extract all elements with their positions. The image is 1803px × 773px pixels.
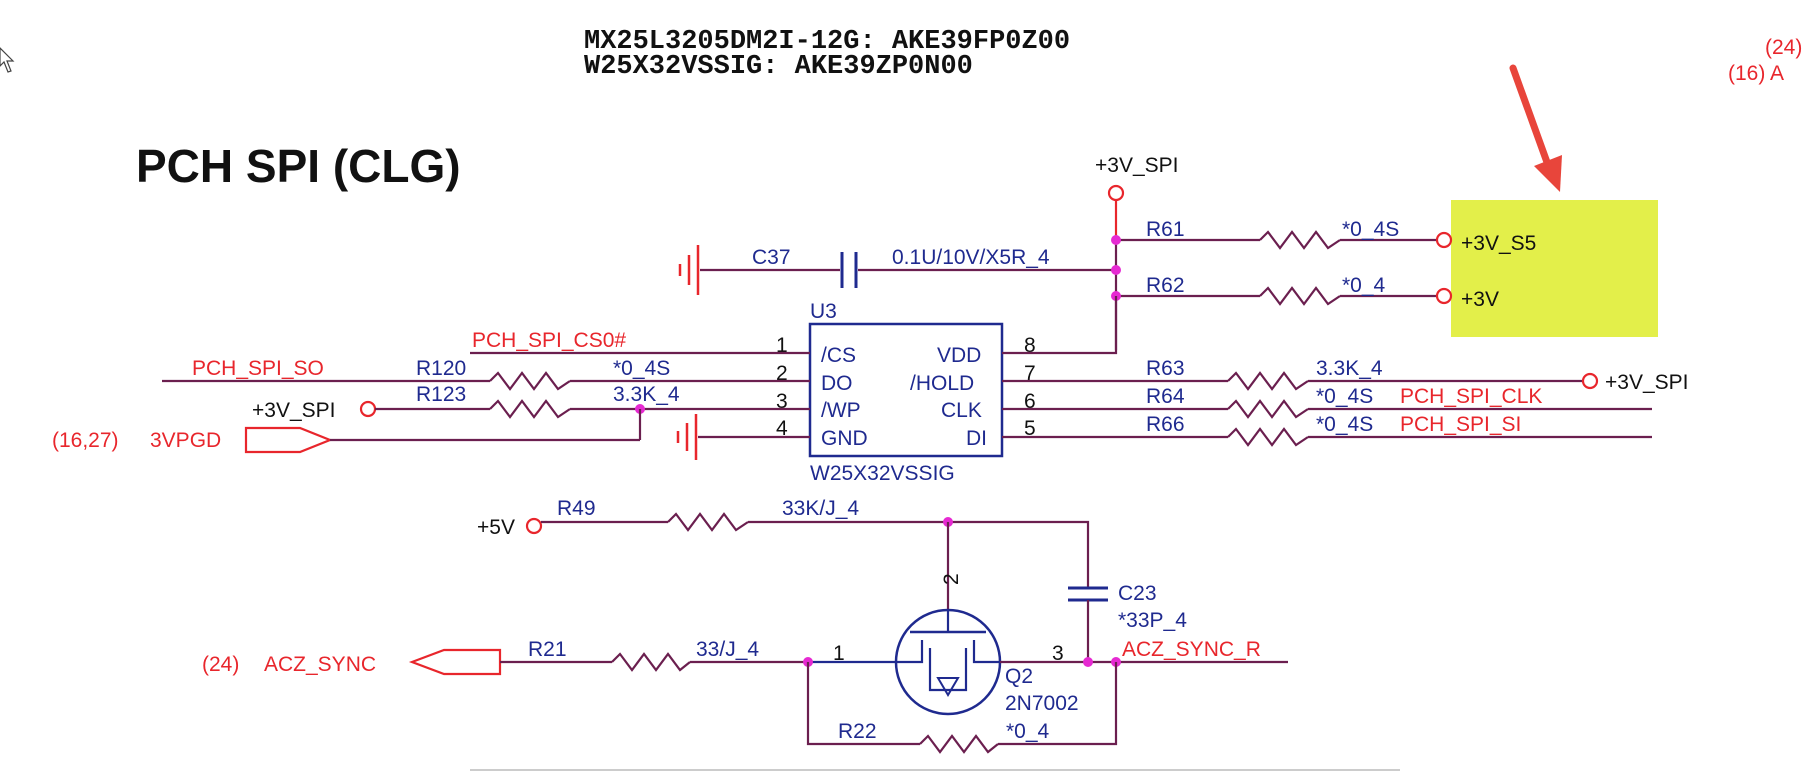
c23-value: *33P_4 [1118, 609, 1187, 632]
page-title: PCH SPI (CLG) [136, 140, 461, 192]
cursor-icon [0, 47, 15, 73]
r61-value: *0_4S [1342, 218, 1399, 241]
r21-value: 33/J_4 [696, 638, 759, 661]
pin-clk-name: CLK [941, 399, 982, 422]
q2-pin-3: 3 [1052, 642, 1064, 665]
header-line-2: W25X32VSSIG: AKE39ZP0N00 [584, 52, 973, 82]
net-so: PCH_SPI_SO [192, 357, 324, 380]
ground-icon [676, 414, 698, 460]
pin-vdd-name: VDD [937, 344, 981, 367]
power-3v-spi-left: +3V_SPI [252, 399, 335, 422]
r63-value: 3.3K_4 [1316, 357, 1383, 380]
q2-pin-2: 2 [940, 573, 963, 585]
net-si: PCH_SPI_SI [1400, 413, 1521, 436]
power-3v-spi-top: +3V_SPI [1095, 154, 1178, 177]
r123-ref: R123 [416, 383, 466, 406]
highlight-box [1451, 200, 1658, 337]
pin-3-num: 3 [776, 390, 788, 413]
pin-1-num: 1 [776, 334, 788, 357]
pin-4-num: 4 [776, 417, 788, 440]
net-acz-sync-r: ACZ_SYNC_R [1122, 638, 1261, 661]
net-cs0: PCH_SPI_CS0# [472, 329, 626, 352]
pin-do-name: DO [821, 372, 853, 395]
ground-icon [678, 245, 700, 295]
net-3vpgd-ref: (16,27) [52, 429, 119, 452]
header-line-1: MX25L3205DM2I-12G: AKE39FP0Z00 [584, 27, 1070, 57]
r64-ref: R64 [1146, 385, 1185, 408]
port-3vpgd [244, 426, 333, 454]
r49-ref: R49 [557, 497, 596, 520]
r120-ref: R120 [416, 357, 466, 380]
r21-ref: R21 [528, 638, 567, 661]
r66-value: *0_4S [1316, 413, 1373, 436]
pin-5-num: 5 [1024, 417, 1036, 440]
r61-ref: R61 [1146, 218, 1185, 241]
port-acz-sync [408, 648, 502, 676]
r22-value: *0_4 [1006, 720, 1050, 743]
r66-ref: R66 [1146, 413, 1185, 436]
ic-ref: U3 [810, 300, 837, 323]
r49-value: 33K/J_4 [782, 497, 859, 520]
pin-di-name: DI [966, 427, 987, 450]
pin-hold-name: /HOLD [910, 372, 974, 395]
edge-ref-bottom: (16) A [1728, 62, 1784, 85]
net-acz-sync-ref: (24) [202, 653, 239, 676]
power-3v: +3V [1461, 288, 1499, 311]
pin-8-num: 8 [1024, 334, 1036, 357]
power-terminal [1107, 184, 1125, 202]
q2-ref: Q2 [1005, 665, 1033, 688]
r62-ref: R62 [1146, 274, 1185, 297]
power-3v-spi-right: +3V_SPI [1605, 371, 1688, 394]
r22-ref: R22 [838, 720, 877, 743]
pin-6-num: 6 [1024, 390, 1036, 413]
power-5v: +5V [477, 516, 515, 539]
r62-value: *0_4 [1342, 274, 1386, 297]
r123-value: 3.3K_4 [613, 383, 680, 406]
c37-ref: C37 [752, 246, 791, 269]
ic-part: W25X32VSSIG [810, 462, 955, 485]
pin-2-num: 2 [776, 362, 788, 385]
r120-value: *0_4S [613, 357, 670, 380]
q2-pin-1: 1 [833, 642, 845, 665]
power-3v-s5: +3V_S5 [1461, 232, 1536, 255]
c23-ref: C23 [1118, 582, 1157, 605]
edge-ref-top: (24) [1765, 36, 1802, 59]
c37-value: 0.1U/10V/X5R_4 [892, 246, 1050, 269]
r64-value: *0_4S [1316, 385, 1373, 408]
r63-ref: R63 [1146, 357, 1185, 380]
q2-part: 2N7002 [1005, 692, 1079, 715]
net-3vpgd: 3VPGD [150, 429, 221, 452]
net-acz-sync: ACZ_SYNC [264, 653, 376, 676]
net-clk: PCH_SPI_CLK [1400, 385, 1542, 408]
pin-cs-name: /CS [821, 344, 856, 367]
pin-7-num: 7 [1024, 362, 1036, 385]
pin-wp-name: /WP [821, 399, 861, 422]
ic-u3-body [808, 322, 1004, 458]
pin-gnd-name: GND [821, 427, 868, 450]
annotation-arrow-icon [1509, 64, 1562, 192]
